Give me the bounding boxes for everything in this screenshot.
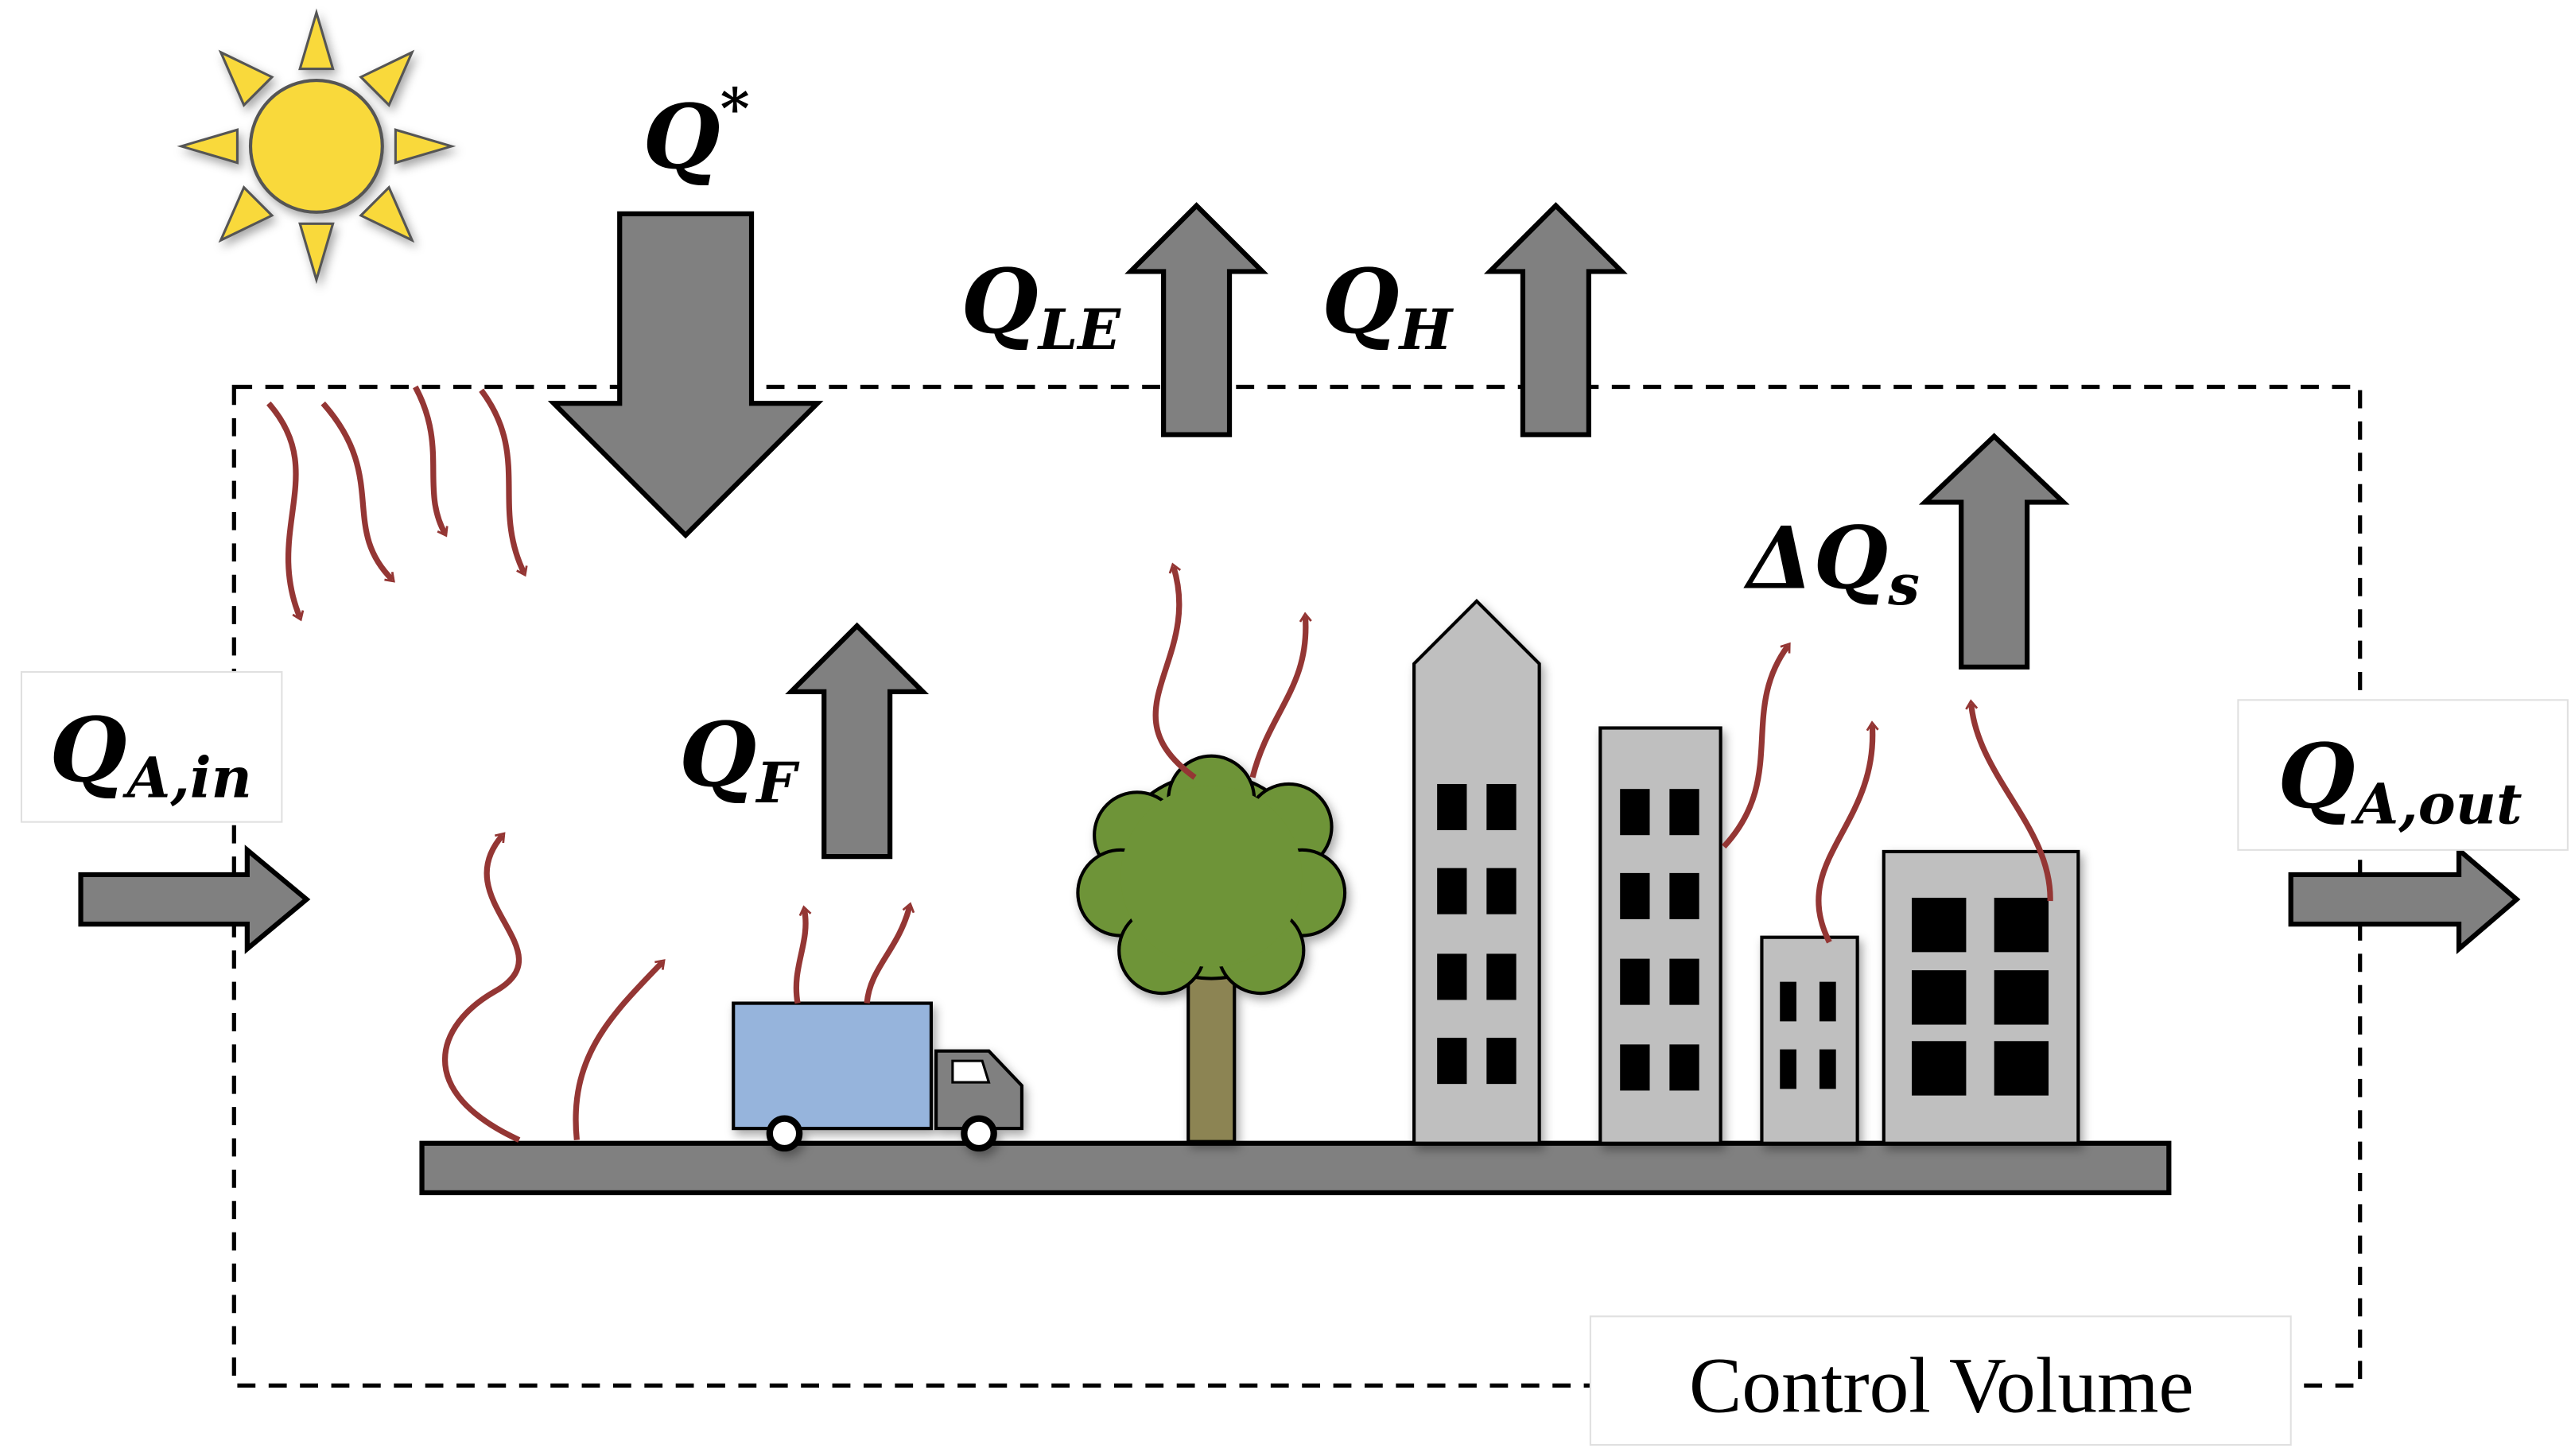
tree-heat-waves: [1152, 562, 1312, 780]
q-a-in-label-box: [20, 671, 283, 823]
truck-heat-waves: [793, 902, 915, 1004]
q-h-label: QH: [1322, 250, 1454, 363]
ground: [419, 1140, 2172, 1196]
building-heat-waves: [1722, 642, 2053, 944]
q-a-in-arrow: [78, 844, 311, 954]
delta-qs-arrow: [1918, 433, 2070, 670]
q-a-in-label: QA,in: [49, 698, 252, 811]
delta-qs-label: ΔQs: [1743, 508, 1920, 618]
control-volume-label-box: [1589, 1315, 2292, 1446]
q-star-arrow: [547, 211, 824, 539]
q-star-label: Q*: [643, 76, 749, 189]
building-windows: [1437, 783, 2049, 1096]
truck-icon: [732, 1001, 1023, 1152]
q-a-out-arrow: [2288, 844, 2521, 954]
q-h-arrow: [1483, 202, 1628, 437]
q-a-out-label-box: [2237, 699, 2569, 851]
q-le-arrow: [1124, 202, 1268, 437]
q-a-out-label: QA,out: [2278, 724, 2522, 837]
tree-icon: [1076, 754, 1347, 1143]
q-le-label: QLE: [961, 250, 1121, 363]
incoming-radiation-waves: [266, 385, 528, 622]
sun-icon: [177, 8, 456, 285]
q-f-label: QF: [679, 703, 800, 816]
q-f-arrow: [785, 622, 930, 860]
control-volume-label: Control Volume: [1689, 1341, 2194, 1430]
ground-heat-waves: [441, 832, 666, 1143]
